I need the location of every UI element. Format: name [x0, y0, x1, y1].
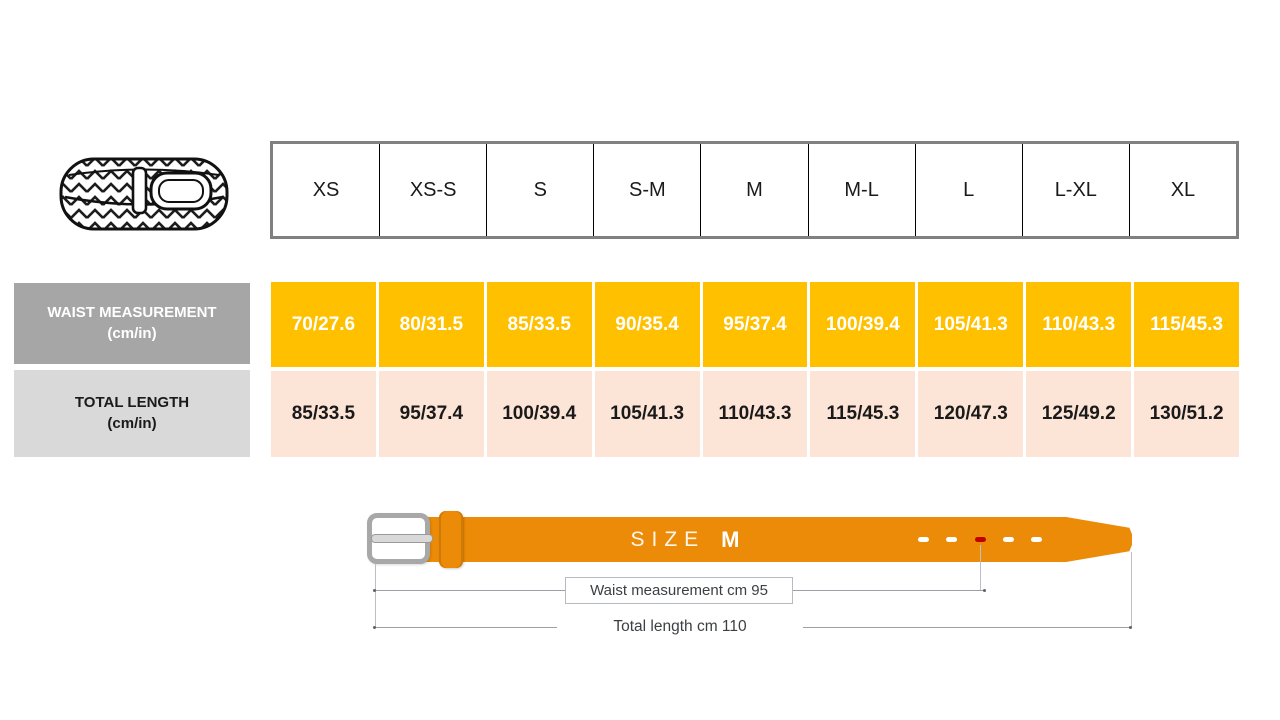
length-row-label: TOTAL LENGTH (cm/in)	[14, 370, 250, 457]
waist-row-label-unit: (cm/in)	[107, 324, 157, 342]
belt-size-label: SIZE M	[580, 517, 790, 562]
tip-guide-line	[1131, 552, 1132, 627]
length-line-right-dot	[1129, 626, 1132, 629]
belt-keeper	[439, 511, 463, 568]
waist-annotation: Waist measurement cm 95	[565, 577, 793, 604]
length-value-cell: 85/33.5	[271, 371, 376, 457]
size-header-cell: M-L	[809, 144, 916, 236]
length-value-cell: 115/45.3	[810, 371, 916, 457]
waist-value-cell: 105/41.3	[918, 282, 1024, 367]
size-header-cell: M	[701, 144, 809, 236]
belt-hole	[918, 537, 929, 542]
braided-belt-icon	[59, 157, 229, 231]
length-value-cell: 120/47.3	[918, 371, 1024, 457]
belt-strap	[426, 517, 1067, 562]
waist-value-cell: 115/45.3	[1134, 282, 1240, 367]
waist-value-cell: 80/31.5	[378, 282, 484, 367]
size-word: SIZE	[630, 527, 706, 551]
length-value-cell: 110/43.3	[702, 371, 808, 457]
length-row: 85/33.5 95/37.4 100/39.4 105/41.3 110/43…	[271, 371, 1240, 457]
belt-prong-icon	[371, 534, 433, 543]
buckle-guide-line	[375, 564, 376, 627]
size-header-cell: S	[487, 144, 595, 236]
waist-value-cell: 85/33.5	[486, 282, 592, 367]
waist-row-label: WAIST MEASUREMENT (cm/in)	[14, 283, 250, 364]
length-annotation: Total length cm 110	[557, 614, 803, 640]
length-value-cell: 105/41.3	[594, 371, 700, 457]
size-header-cell: XL	[1170, 178, 1196, 201]
belt-hole	[946, 537, 957, 542]
waist-value-cell: 110/43.3	[1026, 282, 1132, 367]
belt-hole-selected	[975, 537, 986, 542]
waist-row: 70/27.6 80/31.5 85/33.5 90/35.4 95/37.4 …	[271, 282, 1240, 367]
waist-line-right-dot	[983, 589, 986, 592]
waist-value-cell: 90/35.4	[594, 282, 700, 367]
length-row-label-unit: (cm/in)	[107, 414, 157, 432]
waist-row-label-text: WAIST MEASUREMENT	[47, 304, 217, 322]
waist-value-cell: 70/27.6	[271, 282, 376, 367]
waist-value-cell: 100/39.4	[810, 282, 916, 367]
size-header-cell: S-M	[594, 144, 702, 236]
size-header-row: XS XS-S S S-M M M-L L L-XL XL	[270, 141, 1239, 239]
size-header-cell: L-XL	[1023, 144, 1130, 236]
length-value-cell: 95/37.4	[378, 371, 484, 457]
waist-line-left-dot	[373, 589, 376, 592]
size-header-cell: XS-S	[380, 144, 488, 236]
waist-value-cell: 95/37.4	[702, 282, 808, 367]
length-value-cell: 130/51.2	[1134, 371, 1240, 457]
size-header-cell: L	[916, 144, 1023, 236]
length-row-label-text: TOTAL LENGTH	[74, 394, 190, 412]
belt-tip	[1066, 517, 1132, 562]
length-value-cell: 100/39.4	[486, 371, 592, 457]
size-header-cell: XS	[273, 144, 381, 236]
waist-hole-guide-line	[980, 545, 981, 590]
belt-hole	[1003, 537, 1014, 542]
length-value-cell: 125/49.2	[1026, 371, 1132, 457]
belt-hole	[1031, 537, 1042, 542]
size-value: M	[721, 526, 740, 552]
length-line-left-dot	[373, 626, 376, 629]
